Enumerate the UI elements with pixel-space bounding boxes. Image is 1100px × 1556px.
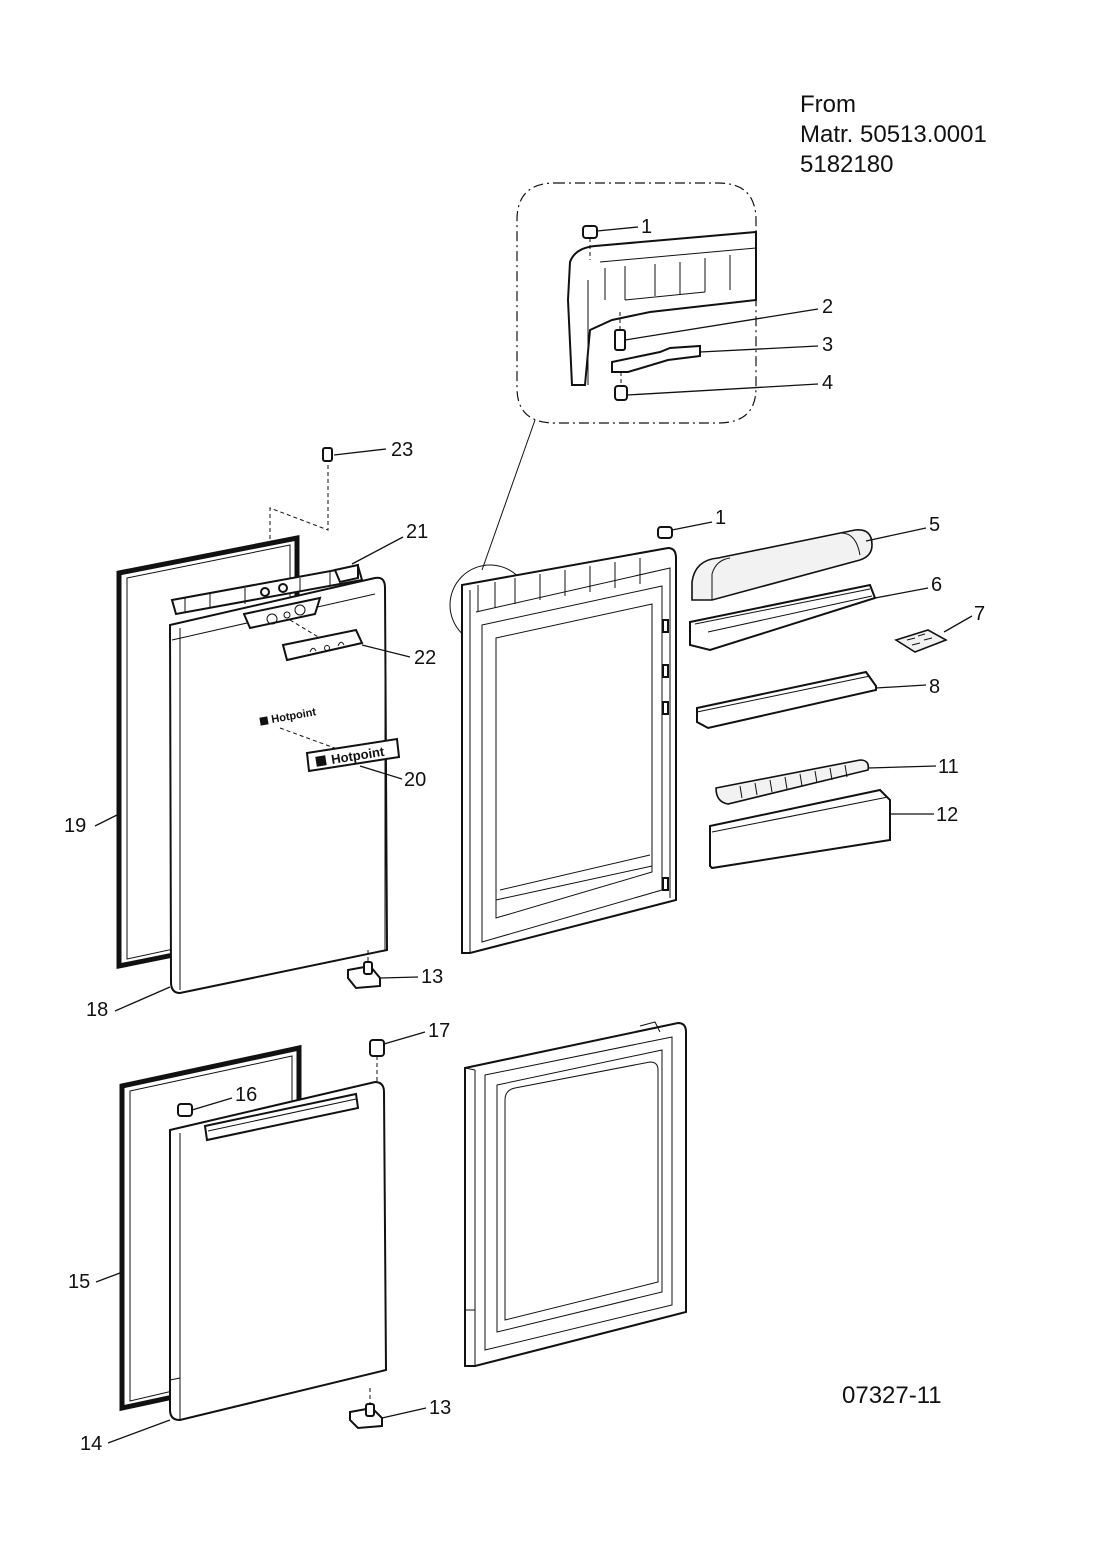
cap-part-1-detail	[582, 225, 598, 260]
callout-7: 7	[974, 603, 985, 625]
callout-13-lower: 13	[429, 1397, 451, 1419]
cap-part-1-main: 1	[657, 507, 726, 539]
callout-13-upper: 13	[421, 966, 443, 988]
cap-part-16: 16	[177, 1084, 257, 1117]
upper-inner-door-liner	[461, 546, 677, 954]
header-line-code: 5182180	[800, 151, 894, 178]
callout-15: 15	[68, 1271, 90, 1293]
callout-21: 21	[406, 521, 428, 543]
header-line-from: From	[800, 91, 856, 118]
hotpoint-badge-part-20: Hotpoint 20	[305, 737, 426, 791]
callout-2: 2	[822, 296, 833, 318]
lower-inner-door-liner	[464, 1021, 687, 1367]
hinge-pin-part-13-upper: 13	[347, 950, 443, 990]
callout-22: 22	[414, 647, 436, 669]
bottle-shelf-part-12: 12	[709, 788, 958, 870]
detail-view-hinge: 1 2 3 4	[516, 182, 833, 424]
drawing-number: 07327-11	[842, 1382, 942, 1409]
egg-tray-part-7: 7	[894, 603, 985, 653]
header-note: From Matr. 50513.0001 5182180	[800, 90, 987, 180]
bottle-divider-part-11: 11	[715, 756, 959, 805]
header-line-material: Matr. 50513.0001	[800, 121, 987, 148]
callout-4: 4	[822, 372, 833, 394]
shelf-tray-part-6: 6	[689, 574, 942, 652]
detail-projection-line	[481, 419, 536, 571]
callout-17: 17	[428, 1020, 450, 1042]
callout-11: 11	[938, 756, 959, 778]
dairy-compartment-part-5: 5	[691, 514, 940, 601]
bush-part-17: 17	[369, 1020, 450, 1082]
callout-1-detail: 1	[641, 216, 652, 238]
hinge-bracket-part-3	[611, 344, 701, 373]
top-trim-part-21: 21	[170, 521, 428, 616]
control-panel-cover-part-22: 22	[281, 628, 436, 669]
callout-23: 23	[391, 439, 413, 461]
callout-20: 20	[404, 769, 426, 791]
callout-14: 14	[80, 1433, 102, 1455]
callout-16: 16	[235, 1084, 257, 1106]
hinge-pin-part-13-lower: 13	[349, 1388, 451, 1430]
upper-door-part-18: 18	[86, 576, 389, 1021]
callout-6: 6	[931, 574, 942, 596]
callout-18: 18	[86, 999, 108, 1021]
callout-12: 12	[936, 804, 958, 826]
bush-part-4	[614, 372, 628, 401]
callout-5: 5	[929, 514, 940, 536]
lower-door-part-14: 14	[80, 1080, 388, 1455]
callout-19: 19	[64, 815, 86, 837]
callout-8: 8	[929, 676, 940, 698]
callout-1-main: 1	[715, 507, 726, 529]
door-shelf-part-8: 8	[696, 670, 940, 730]
callout-3: 3	[822, 334, 833, 356]
